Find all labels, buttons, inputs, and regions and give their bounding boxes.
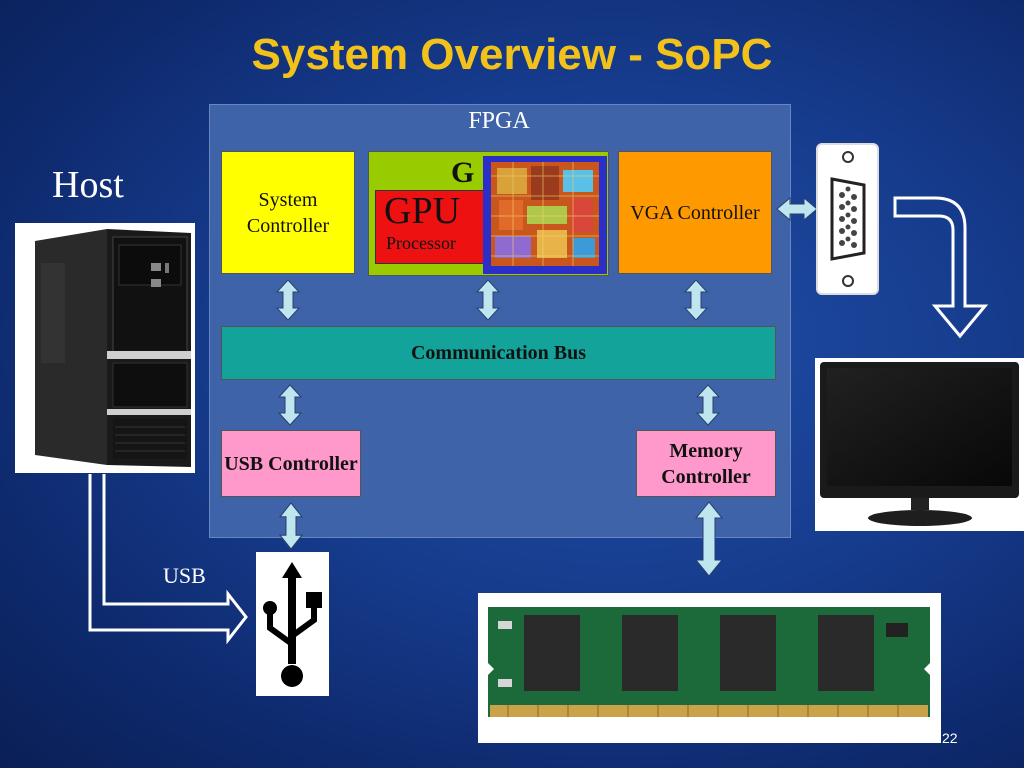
usb-controller-label: USB Controller: [224, 452, 358, 475]
fpga-label: FPGA: [468, 108, 530, 134]
host-label: Host: [52, 164, 124, 206]
vga-controller-block: VGA Controller: [618, 151, 772, 274]
gpu-die-image: [483, 156, 607, 274]
memory-controller-block: Memory Controller: [636, 430, 776, 497]
arrow-memory-ram: [694, 501, 724, 577]
arrow-host-to-usb: [88, 474, 248, 645]
communication-bus-label: Communication Bus: [410, 342, 587, 364]
gpu-processor-label: Processor: [386, 233, 456, 253]
arrow-vga-bus: [684, 279, 708, 321]
vga-connector-icon: [816, 143, 879, 295]
usb-label: USB: [163, 563, 206, 588]
arrow-gpu-bus: [476, 279, 500, 321]
slide-title: System Overview - SoPC: [251, 30, 773, 79]
vga-controller-label: VGA Controller: [630, 201, 760, 224]
memory-controller-label: Memory Controller: [661, 439, 751, 488]
host-pc-image: [15, 223, 195, 473]
communication-bus-block: Communication Bus: [221, 326, 776, 380]
gpu-block: G GPU Processor: [368, 151, 609, 276]
usb-controller-block: USB Controller: [221, 430, 361, 497]
arrow-system-bus: [276, 279, 300, 321]
arrow-vga-connector: [776, 196, 818, 222]
arrow-usb-out: [279, 502, 303, 550]
page-number: 22: [942, 730, 958, 746]
monitor-image: [815, 358, 1024, 531]
usb-icon: [256, 552, 329, 696]
arrow-bus-memory: [696, 384, 720, 426]
arrow-bus-usb: [278, 384, 302, 426]
system-controller-block: System Controller: [221, 151, 355, 274]
gpu-label: GPU: [384, 190, 461, 232]
arrow-to-monitor: [893, 196, 989, 339]
system-controller-label: System Controller: [246, 188, 330, 237]
ram-module-image: [478, 593, 941, 743]
gpu-title-partial: G: [451, 156, 475, 189]
